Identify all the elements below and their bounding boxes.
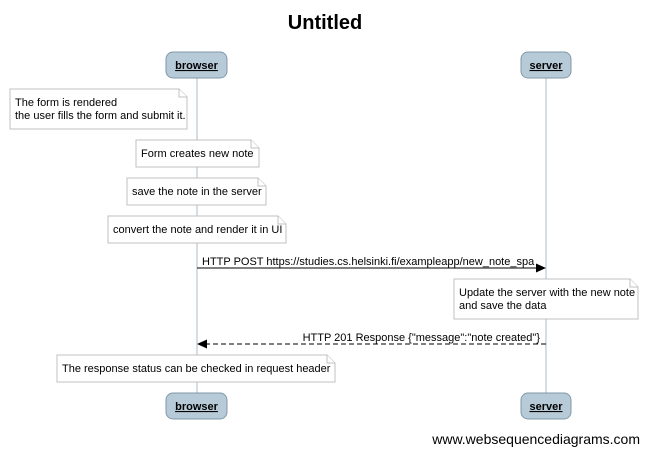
diagram-title: Untitled <box>288 12 362 34</box>
note-line: convert the note and render it in UI <box>113 224 282 236</box>
note-convert-render: convert the note and render it in UI <box>107 215 287 244</box>
note-form-rendered: The form is rendered the user fills the … <box>9 88 188 130</box>
message-http-post: HTTP POST https://studies.cs.helsinki.fi… <box>197 256 546 273</box>
note-line: The response status can be checked in re… <box>62 363 331 375</box>
participant-server-label: server <box>529 401 563 413</box>
arrowhead-icon <box>197 339 207 349</box>
note-form-creates: Form creates new note <box>135 139 260 168</box>
participant-browser-label: browser <box>175 60 219 72</box>
participant-browser-top[interactable]: browser <box>165 51 228 79</box>
participant-server-top[interactable]: server <box>520 51 572 79</box>
participant-server-bottom[interactable]: server <box>520 392 572 420</box>
note-update-server: Update the server with the new note and … <box>453 278 639 320</box>
watermark-link[interactable]: www.websequencediagrams.com <box>431 431 640 447</box>
participant-browser-bottom[interactable]: browser <box>165 392 228 420</box>
note-save-server: save the note in the server <box>126 177 267 206</box>
participant-browser-label: browser <box>175 401 219 413</box>
note-response-status: The response status can be checked in re… <box>56 354 336 383</box>
message-label: HTTP POST https://studies.cs.helsinki.fi… <box>202 256 535 268</box>
note-line: Form creates new note <box>141 148 254 160</box>
participant-server-label: server <box>529 60 563 72</box>
note-line: Update the server with the new note <box>459 287 635 299</box>
note-line: save the note in the server <box>132 186 262 198</box>
note-line: and save the data <box>459 300 547 312</box>
note-line: the user fills the form and submit it. <box>15 110 186 122</box>
message-http-201: HTTP 201 Response {"message":"note creat… <box>197 332 546 349</box>
message-label: HTTP 201 Response {"message":"note creat… <box>303 332 541 344</box>
arrowhead-icon <box>536 263 546 273</box>
note-line: The form is rendered <box>15 97 117 109</box>
